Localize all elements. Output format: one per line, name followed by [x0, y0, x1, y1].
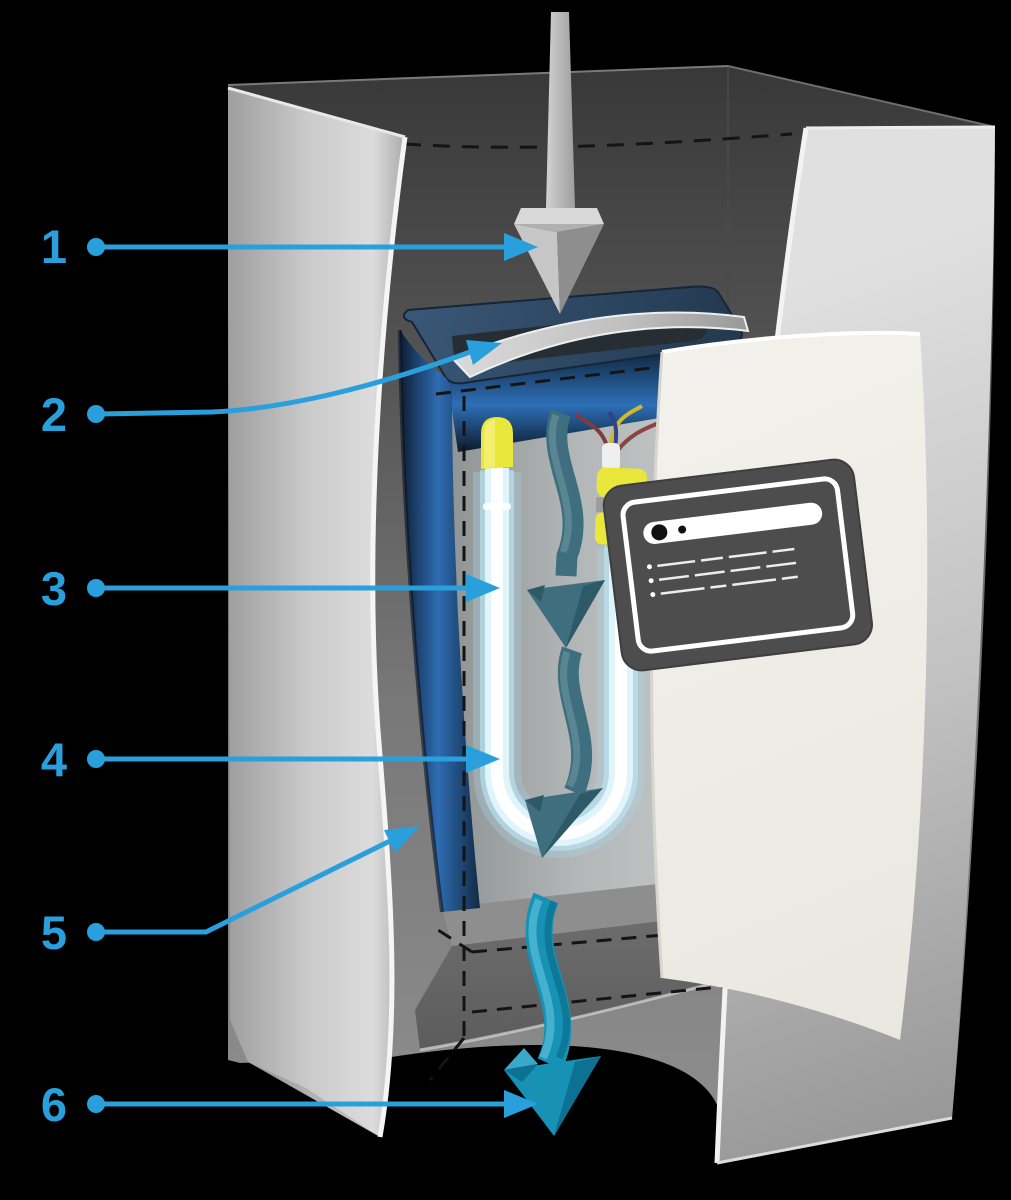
uv-lamp-electrode-band	[483, 503, 511, 510]
wire-yellow	[609, 404, 643, 447]
control-panel-text-lines	[657, 547, 802, 595]
control-panel-dot-large	[651, 524, 668, 541]
callout-number-1: 1	[41, 220, 67, 273]
callout-number-2: 2	[41, 388, 67, 441]
callout-number-3: 3	[41, 562, 67, 615]
callout-arrowhead-1	[504, 233, 538, 261]
callout-arrowhead-2	[466, 340, 502, 365]
wire-maroon	[574, 412, 609, 447]
duct-back-top-edge	[227, 65, 729, 86]
callout-number-5: 5	[41, 906, 67, 959]
airflow-arrow-lower	[525, 646, 603, 858]
callout-dot-2	[87, 405, 105, 423]
control-panel-label-bar	[643, 502, 823, 544]
chamber-left-wall-shadow	[398, 329, 444, 913]
callout-arrowhead-3	[466, 574, 500, 602]
callout-dot-6	[87, 1095, 105, 1113]
callout-line-5	[96, 837, 394, 935]
control-panel-border	[620, 476, 856, 654]
callout-number-6: 6	[41, 1078, 67, 1131]
airflow-arrows	[525, 409, 605, 858]
connector-sheath	[602, 443, 620, 470]
callout-line-2	[95, 349, 471, 417]
airflow-arrow-upper	[527, 409, 605, 648]
air-outflow-arrow	[504, 892, 601, 1136]
callout-arrowhead-6	[504, 1090, 538, 1118]
control-panel	[602, 458, 873, 672]
control-panel-line-dots	[646, 564, 656, 598]
callout-arrowhead-5	[384, 826, 420, 853]
control-panel-dot-small	[678, 525, 687, 534]
callouts: 1 2 3 4 5 6	[41, 220, 538, 1131]
duct-right-top-edge	[727, 65, 996, 128]
hidden-bottom-corner-b	[437, 928, 473, 954]
uv-lamp-cap	[481, 417, 513, 469]
hidden-bottom-corner-a	[428, 1037, 466, 1081]
air-intake-arrow	[514, 12, 604, 314]
callout-arrowhead-4	[466, 745, 500, 773]
callout-dot-1	[87, 238, 105, 256]
lamp-cap-highlight	[484, 419, 495, 468]
callout-lines	[95, 244, 506, 1107]
unit-deflector-plate	[450, 311, 750, 379]
callout-dot-5	[87, 923, 105, 941]
callout-number-4: 4	[41, 733, 67, 786]
callout-marks: 1 2 3 4 5 6	[41, 220, 538, 1131]
duct-cream-flap	[650, 330, 928, 1040]
duct-hidden-top-edge-dashed	[403, 132, 793, 149]
chamber-left-wall-navy	[400, 330, 480, 912]
callout-dot-3	[87, 579, 105, 597]
callout-dot-4	[87, 750, 105, 768]
duct-left-flap	[227, 86, 408, 1138]
